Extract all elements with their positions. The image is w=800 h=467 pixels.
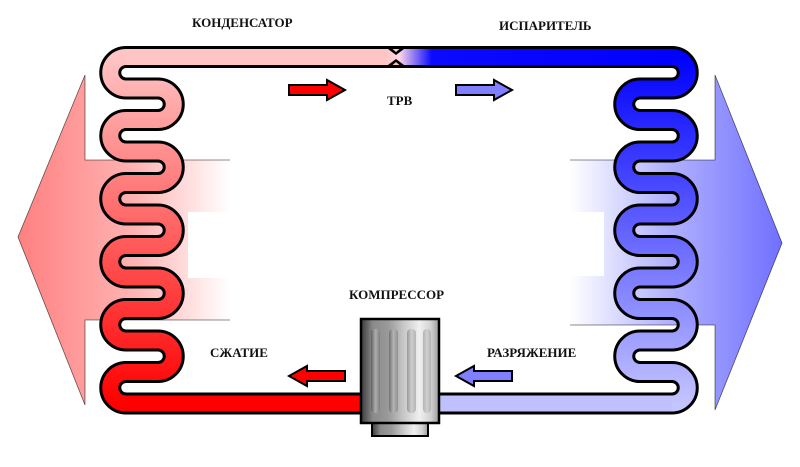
flow-arrow-top-right-icon — [455, 78, 515, 102]
flow-arrow-top-left-icon — [288, 78, 348, 102]
evaporator-label: ИСПАРИТЕЛЬ — [499, 18, 592, 33]
expansion-valve-label: ТРВ — [387, 93, 413, 108]
condenser-label: КОНДЕНСАТОР — [192, 15, 293, 30]
rarefaction-label: РАЗРЯЖЕНИЕ — [487, 345, 576, 360]
cold-suction-pipe — [434, 392, 672, 415]
expansion-valve-pipe — [126, 46, 672, 68]
condenser-coil — [99, 46, 400, 415]
evaporator-coil — [400, 46, 699, 415]
flow-arrow-bottom-left-icon — [286, 364, 346, 388]
compressor — [359, 317, 441, 437]
hot-discharge-pipe — [126, 392, 366, 415]
compression-label: СЖАТИЕ — [210, 345, 268, 360]
flow-arrow-bottom-right-icon — [453, 364, 513, 388]
compressor-label: КОМПРЕССОР — [349, 287, 444, 302]
refrigerant-pipe-loop — [99, 46, 699, 415]
